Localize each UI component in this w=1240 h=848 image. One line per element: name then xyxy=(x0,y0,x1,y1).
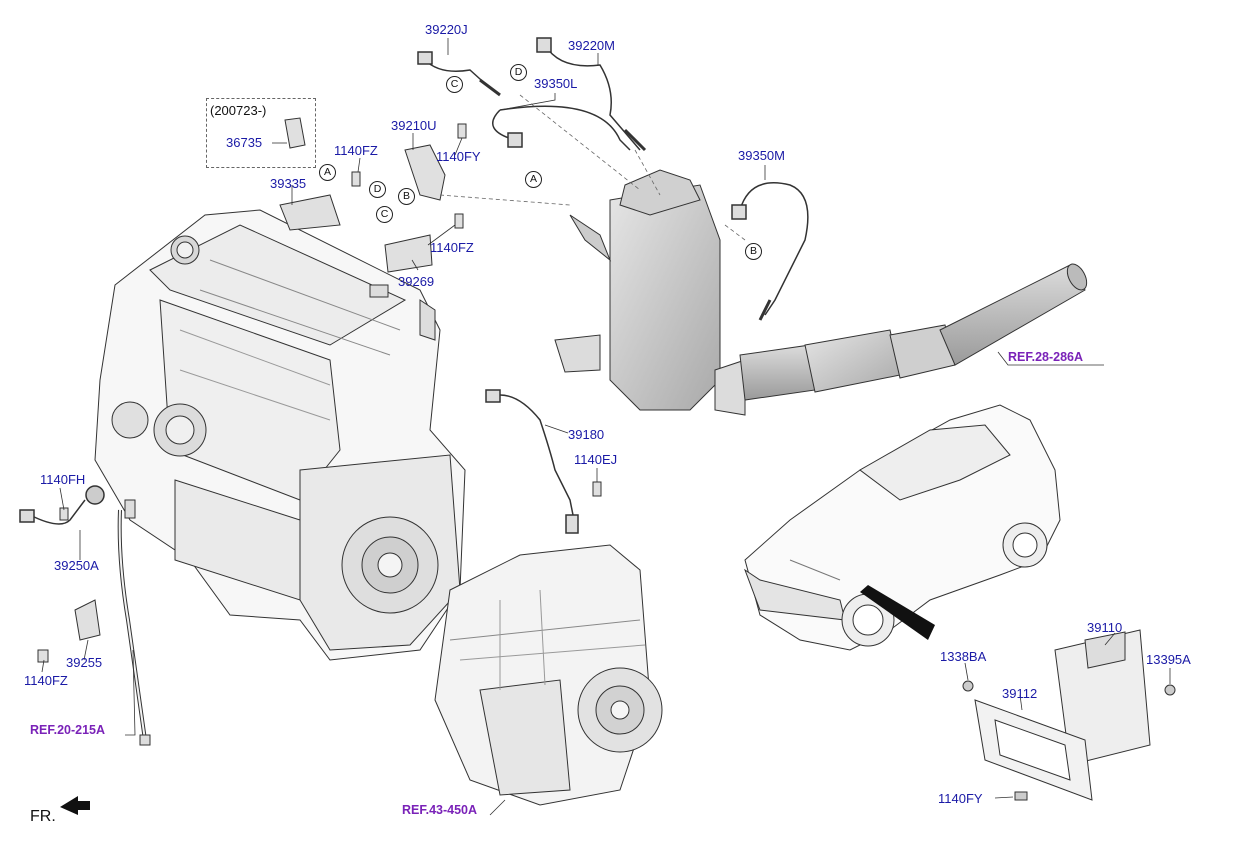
sensor-39180 xyxy=(485,389,579,534)
oxygen-sensor-rear xyxy=(536,37,647,152)
part-label-1140FZ-b[interactable]: 1140FZ xyxy=(430,240,474,255)
part-label-13395A[interactable]: 13395A xyxy=(1146,652,1191,667)
hidden-lines xyxy=(439,94,746,241)
ecu-assembly xyxy=(962,629,1176,801)
ref-link-20-215A[interactable]: REF.20-215A xyxy=(30,723,106,737)
part-label-39180[interactable]: 39180 xyxy=(568,427,605,442)
date-range-label: (200723-) xyxy=(210,103,267,118)
connector-marker-c: C xyxy=(376,206,393,223)
part-label-1140EJ[interactable]: 1140EJ xyxy=(574,452,618,467)
part-label-36735[interactable]: 36735 xyxy=(226,135,263,150)
connector-marker-c: C xyxy=(446,76,463,93)
front-direction-arrow xyxy=(60,796,90,815)
part-label-39112[interactable]: 39112 xyxy=(1002,686,1038,701)
part-label-39220J[interactable]: 39220J xyxy=(425,22,468,37)
leader-lines xyxy=(41,38,1171,816)
engine-assembly xyxy=(94,209,466,661)
part-label-39250A[interactable]: 39250A xyxy=(54,558,99,573)
part-label-39335[interactable]: 39335 xyxy=(270,176,307,191)
knock-sensor-39250A xyxy=(19,485,105,525)
part-label-39350M[interactable]: 39350M xyxy=(738,148,785,163)
part-label-1140FZ-a[interactable]: 1140FZ xyxy=(334,143,378,158)
part-label-39210U[interactable]: 39210U xyxy=(391,118,437,133)
part-label-39255[interactable]: 39255 xyxy=(66,655,103,670)
date-range-box xyxy=(206,98,316,168)
part-label-1140FZ-c[interactable]: 1140FZ xyxy=(24,673,68,688)
sensor-harness-39350M xyxy=(731,182,809,321)
front-direction-label: FR. xyxy=(30,808,56,825)
part-label-1140FY-a[interactable]: 1140FY xyxy=(436,149,481,164)
connector-marker-b: B xyxy=(745,243,762,260)
catalytic-converter xyxy=(554,169,1088,416)
part-label-39110[interactable]: 39110 xyxy=(1087,620,1123,635)
sensor-harness-39350L xyxy=(491,105,631,151)
part-label-39220M[interactable]: 39220M xyxy=(568,38,615,53)
part-label-1140FY-b[interactable]: 1140FY xyxy=(938,791,983,806)
part-label-39269[interactable]: 39269 xyxy=(398,274,435,289)
connector-marker-d: D xyxy=(369,181,386,198)
connector-marker-b: B xyxy=(398,188,415,205)
dipstick-tube xyxy=(117,499,151,746)
connector-marker-a: A xyxy=(525,171,542,188)
ref-link-28-286A[interactable]: REF.28-286A xyxy=(1008,350,1084,364)
part-label-1338BA[interactable]: 1338BA xyxy=(940,649,987,664)
connector-marker-a: A xyxy=(319,164,336,181)
brackets-and-bolts xyxy=(37,117,602,663)
part-label-1140FH[interactable]: 1140FH xyxy=(40,472,86,487)
transmission-assembly xyxy=(434,544,663,806)
part-label-39350L[interactable]: 39350L xyxy=(534,76,578,91)
ecu-location-pointer xyxy=(860,585,935,640)
ref-link-43-450A[interactable]: REF.43-450A xyxy=(402,803,478,817)
oxygen-sensor-front xyxy=(417,51,501,97)
connector-marker-d: D xyxy=(510,64,527,81)
vehicle-outline xyxy=(743,404,1061,651)
